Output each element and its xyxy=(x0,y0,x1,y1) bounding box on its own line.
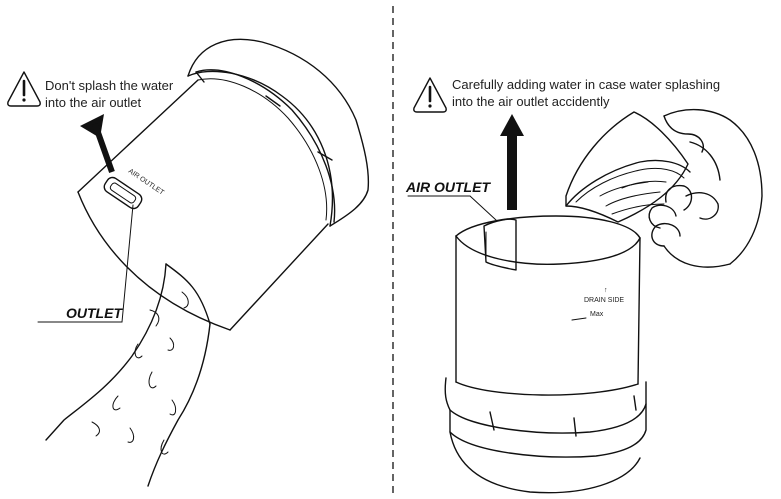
left-air-outlet-label: AIR OUTLET xyxy=(127,168,166,197)
tank-base xyxy=(444,377,647,494)
drain-arrow: ↑ xyxy=(604,287,608,294)
right-panel: Carefully adding water in case water spl… xyxy=(405,77,763,494)
water-tank: ↑ DRAIN SIDE Max xyxy=(455,215,641,396)
tank-body: AIR OUTLET xyxy=(77,79,329,331)
left-panel: Don't splash the water into the air outl… xyxy=(7,38,370,487)
max-label: Max xyxy=(590,311,604,318)
right-warning-line1: Carefully adding water in case water spl… xyxy=(452,77,720,92)
left-warning-line2: into the air outlet xyxy=(45,95,142,110)
outlet-label: OUTLET xyxy=(66,305,123,321)
warning-triangle-icon xyxy=(413,77,447,113)
right-air-outlet-label: AIR OUTLET xyxy=(405,179,491,195)
left-warning-line1: Don't splash the water xyxy=(45,78,174,93)
tank-base xyxy=(187,38,370,227)
right-warning-line2: into the air outlet accidently xyxy=(452,94,610,109)
water-pitcher xyxy=(565,111,691,223)
warning-triangle-icon xyxy=(7,71,41,107)
hand xyxy=(648,108,763,268)
drain-side-label: DRAIN SIDE xyxy=(584,297,624,304)
arrow-up-icon xyxy=(500,114,524,210)
water-stream xyxy=(45,263,211,487)
arrow-up-icon xyxy=(80,114,115,174)
